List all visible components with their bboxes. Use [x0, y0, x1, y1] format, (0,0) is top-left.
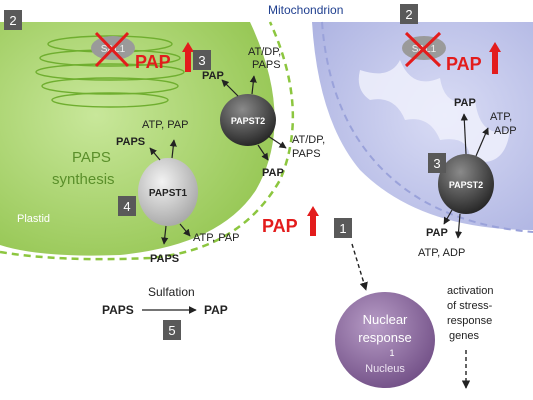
svg-text:2: 2: [9, 13, 16, 28]
papst2-plastid: PAPST2 AT/DP, PAPS PAP AT/DP, PAPS PAP: [202, 46, 325, 179]
svg-text:4: 4: [123, 199, 130, 214]
papst2-mito-atp-line2: ADP: [494, 125, 517, 137]
papst2-mitochondrion: PAPST2 PAP ATP, ADP PAP ATP, ADP: [418, 97, 517, 259]
nucleus-label: Nucleus: [365, 363, 405, 375]
mitochondrion-label: Mitochondrion: [268, 3, 343, 17]
dashed-arrow-to-nucleus: [351, 243, 368, 291]
badge-mito-corner: 2: [400, 4, 418, 24]
svg-text:2: 2: [405, 7, 412, 22]
cross-icon: [94, 31, 130, 68]
badge-papst2-plastid: 3: [193, 50, 211, 70]
sal1-plastid: SAL1 PAP: [91, 31, 194, 72]
papst2-mito-atp-line1: ATP,: [490, 111, 512, 123]
nuclear-response-line2: response: [358, 330, 411, 345]
mitochondrion-envelope-dashed: [321, 21, 533, 233]
papst2-plastid-label: PAPST2: [231, 116, 265, 126]
plastid-body: [0, 22, 275, 256]
badge-sulfation: 5: [163, 320, 181, 340]
papst1-label: PAPST1: [149, 188, 188, 199]
badge-papst2-mito: 3: [428, 153, 446, 173]
papst2-mito-pap-top: PAP: [454, 97, 476, 109]
badge-papst1: 4: [118, 196, 136, 216]
up-arrow-icon: [489, 42, 501, 74]
nuclear-response-line1: Nuclear: [363, 312, 408, 327]
stress-response-note: activation of stress- response genes: [447, 285, 493, 389]
papst1-atp-pap-top: ATP, PAP: [142, 119, 188, 131]
papst1-transporter: [138, 158, 198, 226]
pap-mito-label: PAP: [446, 54, 482, 74]
cytosol-pap: PAP: [262, 206, 368, 291]
stress-note-line1: activation: [447, 285, 493, 297]
papst2-plastid-arrows: [221, 75, 287, 161]
badge-plastid-corner: 2: [4, 10, 22, 30]
papst1-paps-top: PAPS: [116, 136, 145, 148]
papst2-mito-atp-adp: ATP, ADP: [418, 247, 465, 259]
papst2-plastid-pap-bottom: PAP: [262, 167, 284, 179]
mitochondrion-cristae: [358, 60, 510, 162]
paps-synthesis-line2: synthesis: [52, 171, 115, 188]
papst2-plastid-atdp-line2: PAPS: [252, 59, 281, 71]
sulfation-label: Sulfation: [148, 285, 195, 299]
papst2-mito-transporter: [438, 154, 494, 214]
papst2-mito-label: PAPST2: [449, 180, 483, 190]
up-arrow-icon: [307, 206, 319, 236]
nucleus-body: [335, 292, 435, 388]
papst2-mito-arrows: [443, 113, 489, 239]
cytosol-pap-label: PAP: [262, 216, 298, 236]
papst2-mito-pap-bottom: PAP: [426, 227, 448, 239]
papst2-plastid-atdp-line1: AT/DP,: [248, 46, 281, 58]
svg-text:1: 1: [339, 221, 346, 236]
plastid-compartment: Plastid PAPS synthesis: [0, 21, 295, 261]
paps-synthesis-line1: PAPS: [72, 149, 111, 166]
stress-note-line2: of stress-: [447, 300, 493, 312]
papst2-plastid-atdp2-line1: AT/DP,: [292, 134, 325, 146]
sulfation-product: PAP: [204, 303, 228, 317]
papst2-plastid-atdp2-line2: PAPS: [292, 148, 321, 160]
plastid-envelope-dashed: [0, 21, 295, 261]
plastid-label: Plastid: [17, 213, 50, 225]
papst1-arrows: [149, 139, 191, 245]
nucleus: Nuclear response 1 Nucleus: [335, 292, 435, 388]
cross-icon: [404, 31, 442, 68]
papst1-atp-pap-bottom: ATP, PAP: [193, 232, 239, 244]
papst1: PAPST1 PAPS ATP, PAP ATP, PAP PAPS: [116, 119, 239, 265]
pap-plastid-label: PAP: [135, 52, 171, 72]
svg-text:5: 5: [168, 323, 175, 338]
sulfation-substrate: PAPS: [102, 303, 134, 317]
badge-cytosol-pap: 1: [334, 218, 352, 238]
papst1-paps-bottom: PAPS: [150, 253, 179, 265]
papst2-plastid-pap-top: PAP: [202, 70, 224, 82]
nuclear-response-line3: 1: [389, 348, 394, 358]
svg-text:3: 3: [198, 53, 205, 68]
stress-note-line4: genes: [449, 330, 479, 342]
stress-note-line3: response: [447, 315, 492, 327]
svg-text:3: 3: [433, 156, 440, 171]
sulfation-reaction: Sulfation PAPS PAP: [102, 285, 228, 317]
papst2-plastid-transporter: [220, 94, 276, 146]
sal1-mitochondrion: SAL1 PAP: [402, 31, 501, 74]
up-arrow-icon: [182, 42, 194, 72]
